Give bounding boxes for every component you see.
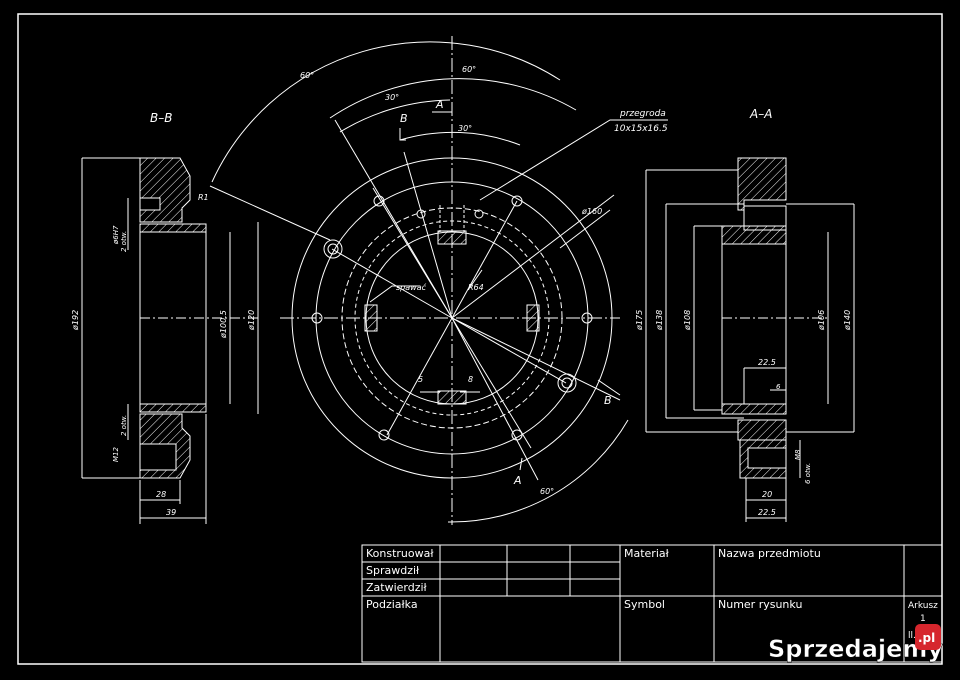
bolt-hole [373, 195, 385, 207]
dim-39: 39 [166, 508, 176, 517]
title-row-checked: Sprawdził [366, 564, 420, 577]
dim-8: 8 [468, 375, 473, 384]
dim-d6h7: ø6H7 [112, 225, 120, 245]
bolt-hole [511, 195, 523, 207]
dim-6: 6 [776, 383, 781, 391]
angle-30a: 30° [385, 93, 399, 102]
holes-aa: 6 otw. [804, 463, 812, 484]
plan-view-labels: B–B A–A A B B A 60° 60° 30° 30° 60° prze… [150, 65, 772, 496]
title-row-scale: Podziałka [366, 598, 418, 611]
title-symbol: Symbol [624, 598, 665, 611]
plan-view [209, 36, 668, 525]
cut-label-b-bottom: B [604, 394, 612, 407]
dim-d138: ø138 [655, 310, 664, 331]
dim-22-5-top: 22.5 [758, 358, 776, 367]
cut-label-b-top: B [400, 112, 408, 125]
dim-d120: ø120 [247, 310, 256, 331]
dia-160: ø160 [581, 207, 602, 216]
title-drawing-no: Numer rysunku [718, 598, 802, 611]
radius-r64: R64 [468, 283, 484, 292]
title-part-name: Nazwa przedmiotu [718, 547, 821, 560]
radius-r1: R1 [198, 193, 209, 202]
bolt-hole [327, 243, 339, 255]
small-hole [474, 209, 484, 219]
angle-top: 60° [462, 65, 476, 74]
dim-m12: M12 [112, 447, 120, 462]
angle-outer: 60° [300, 71, 314, 80]
section-label-aa: A–A [749, 107, 772, 121]
partition-note-2: 10x15x16.5 [614, 124, 668, 134]
small-hole [416, 209, 426, 219]
bolt-hole [511, 429, 523, 441]
section-aa [645, 157, 855, 522]
section-bb [81, 157, 259, 524]
bolt-hole [378, 429, 390, 441]
bolt-hole [581, 312, 593, 324]
middle-circle [341, 207, 563, 429]
dim-d192: ø192 [71, 310, 80, 331]
dim-28: 28 [156, 490, 166, 499]
title-material: Materiał [624, 547, 670, 560]
dim-d175: ø175 [635, 310, 644, 331]
bolt-hole [323, 239, 343, 259]
title-sheet-label: Arkusz [908, 601, 938, 611]
watermark-logo: Sprzedajemy .pl [768, 624, 944, 663]
holes-bottom: 2 otw. [120, 415, 128, 436]
partition-note-1: przegroda [619, 109, 666, 119]
title-sheet-of: ll. [908, 631, 916, 641]
outer-circle [291, 157, 613, 479]
dim-20: 20 [762, 490, 772, 499]
title-row-approved: Zatwierdził [366, 581, 428, 594]
dim-d106: ø106 [817, 310, 826, 331]
section-aa-labels: ø175 ø138 ø108 ø106 ø140 22.5 6 M8 6 otw… [635, 310, 852, 517]
watermark-suffix: .pl [918, 631, 935, 645]
title-block [361, 544, 943, 663]
section-bb-labels: ø192 ø100.5 ø120 ø6H7 2 otw. 2 otw. M12 … [71, 225, 256, 517]
watermark-badge [915, 624, 941, 650]
bolt-circle [315, 181, 589, 455]
bolt-hole [561, 377, 573, 389]
weld-note: spawać [396, 282, 427, 292]
title-row-designed: Konstruował [366, 547, 434, 560]
bolt-hole [311, 312, 323, 324]
dim-d100-5: ø100.5 [219, 310, 228, 339]
dim-5: 5 [418, 375, 423, 384]
dim-d140: ø140 [843, 310, 852, 331]
drawing-frame [17, 13, 943, 665]
section-label-bb: B–B [150, 111, 172, 125]
holes-top: 2 otw. [120, 231, 128, 252]
angle-30b: 30° [458, 124, 472, 133]
dim-d108: ø108 [683, 310, 692, 331]
cut-label-a-top: A [435, 98, 444, 111]
cut-label-a-bottom: A [513, 474, 522, 487]
inner-circle-dashed [354, 220, 550, 416]
dim-22-5-bot: 22.5 [758, 508, 776, 517]
title-block-text: Konstruował Sprawdził Zatwierdził Podzia… [366, 547, 938, 641]
watermark-text: Sprzedajemy [768, 635, 943, 663]
dim-m8: M8 [794, 449, 802, 460]
bolt-hole [557, 373, 577, 393]
title-sheet-no: 1 [920, 614, 926, 624]
angle-bottom: 60° [540, 487, 554, 496]
